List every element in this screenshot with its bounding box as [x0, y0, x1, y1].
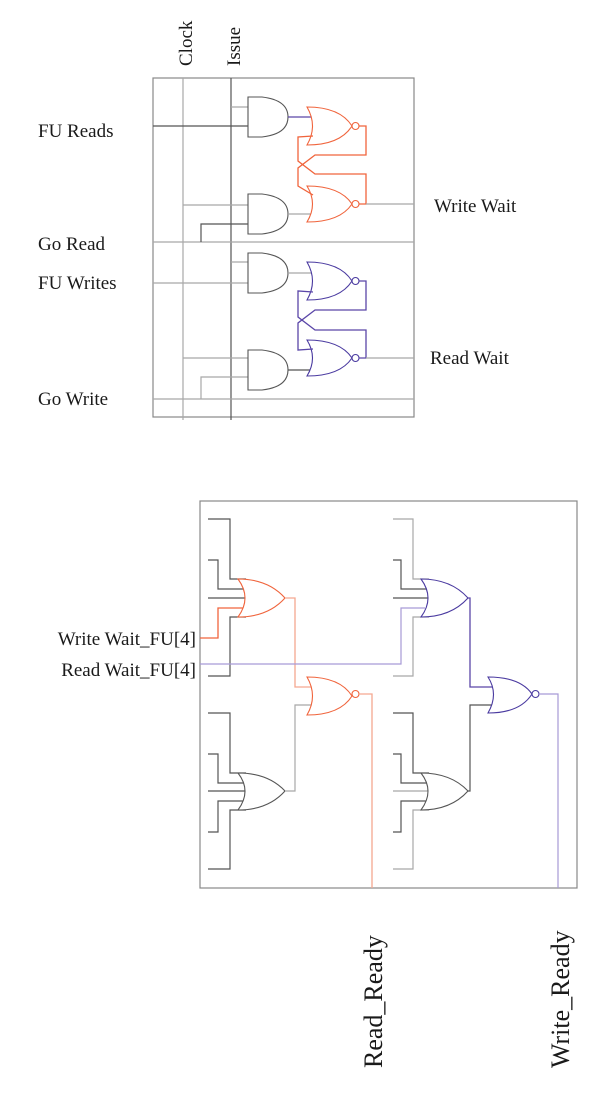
go-read-label: Go Read [38, 234, 106, 255]
nor-gate-write-latch-bottom [306, 185, 353, 223]
write-wait-label: Write Wait [434, 196, 517, 217]
or-write-top-output [468, 597, 495, 688]
read-ready-output-line [359, 693, 373, 888]
and-gate-2 [247, 193, 289, 235]
issue-label: Issue [224, 27, 245, 66]
and-gate-4 [247, 349, 289, 391]
nor-bubble [351, 353, 360, 363]
write-wait-fu-label: Write Wait_FU[4] [58, 629, 196, 650]
or-read-bottom-output [285, 704, 316, 792]
nor-gate-write-latch-top [306, 106, 353, 146]
read-wait-fu-wire [200, 607, 425, 665]
fu-writes-label: FU Writes [38, 273, 117, 294]
and-gate-1 [247, 96, 289, 138]
nor-bubble [531, 689, 540, 699]
nor-bubble [351, 199, 360, 209]
and-gate-3 [247, 252, 289, 294]
latch-feedback-red-1 [297, 125, 367, 196]
read-wait-label: Read Wait [430, 348, 510, 369]
bottom-circuit: Write Wait_FU[4] Read Wait_FU[4] Read_Re… [58, 500, 578, 1068]
write-ready-label: Write_Ready [546, 930, 575, 1068]
read-ready-label: Read_Ready [359, 935, 388, 1068]
or-gate-write-bottom [419, 772, 469, 811]
bottom-circuit-frame [199, 500, 578, 889]
nor-bubble [351, 276, 360, 286]
top-circuit-frame [152, 77, 415, 418]
nor-bubble [351, 689, 360, 699]
go-write-label: Go Write [38, 389, 108, 410]
nor-gate-read-latch-bottom [306, 339, 353, 377]
or-read-top-output [285, 597, 316, 688]
or-write-bottom-output [468, 704, 495, 792]
read-wait-fu-label: Read Wait_FU[4] [61, 660, 196, 681]
nor-gate-read-ready [306, 676, 353, 716]
write-wait-fu-wire [200, 607, 246, 639]
clock-label: Clock [176, 20, 197, 66]
nor-gate-read-latch-top [306, 261, 353, 301]
top-circuit: Clock Issue FU Reads Go Read FU Writes G… [38, 20, 517, 420]
nor-bubble [351, 121, 360, 131]
nor-gate-write-ready [486, 676, 533, 714]
latch-feedback-blue-1 [297, 280, 367, 351]
or-gate-read-bottom [236, 772, 286, 811]
fu-reads-label: FU Reads [38, 121, 113, 142]
or-gate-read-top [236, 578, 286, 618]
or-gate-write-top [419, 578, 469, 618]
write-ready-output-line [539, 693, 559, 888]
